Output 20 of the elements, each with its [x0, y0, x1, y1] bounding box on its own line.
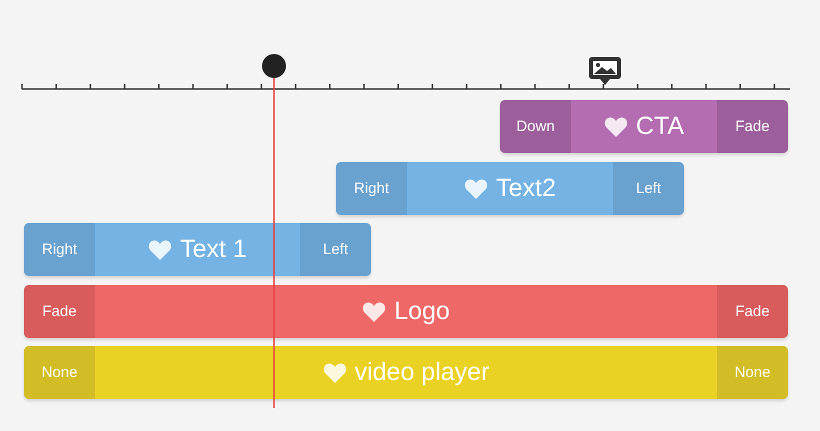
track-bar	[500, 100, 788, 153]
transition-label: Left	[613, 162, 684, 215]
transition-label: Right	[24, 223, 95, 276]
transition-label: Fade	[24, 285, 95, 338]
track-title: CTA	[636, 112, 684, 141]
transition-label: Left	[300, 223, 371, 276]
transition-label: Fade	[717, 100, 788, 153]
track-title: Logo	[394, 297, 450, 326]
track-bar	[24, 223, 371, 276]
transition-label: Fade	[717, 285, 788, 338]
transition-label: Down	[500, 100, 571, 153]
track-title: Text 1	[180, 235, 247, 264]
transition-label: None	[717, 346, 788, 399]
track-bar	[24, 346, 788, 399]
track-title: video player	[354, 358, 490, 387]
track-bar	[336, 162, 684, 215]
track-bar	[24, 285, 788, 338]
transition-label: Right	[336, 162, 407, 215]
track-title: Text2	[496, 174, 556, 203]
transition-label: None	[24, 346, 95, 399]
